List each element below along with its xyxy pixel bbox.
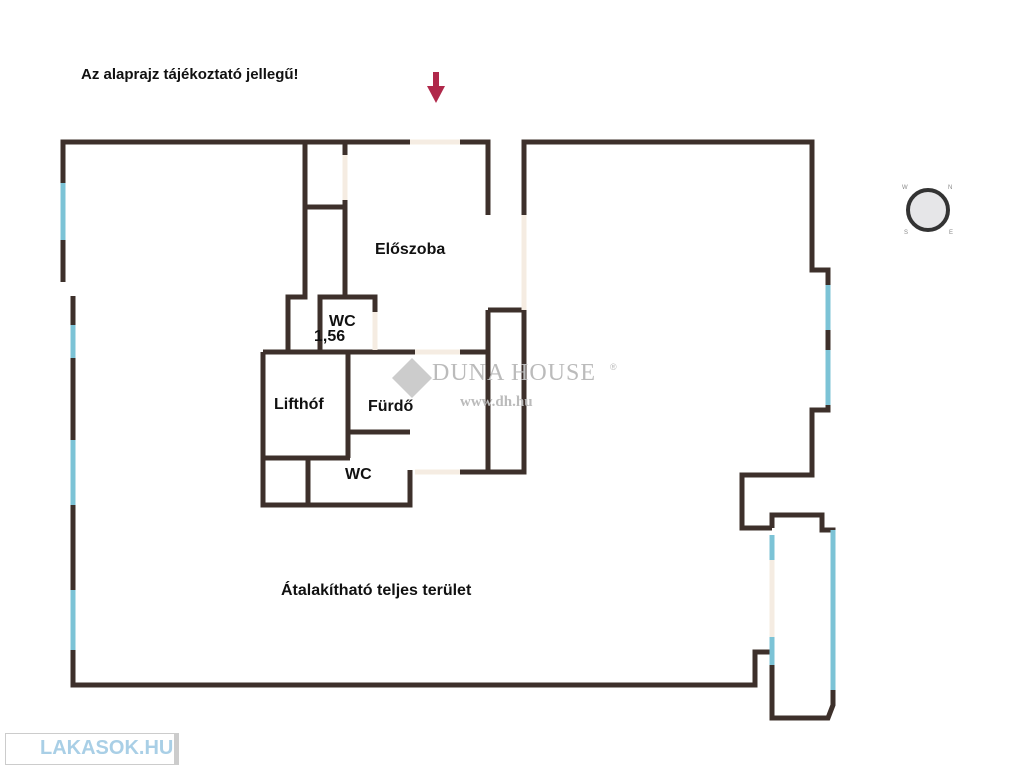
watermark-logo-icon	[392, 358, 432, 398]
room-label-wc-2: WC	[345, 466, 372, 483]
compass-icon	[906, 188, 950, 232]
room-label-wc: WC	[329, 313, 356, 330]
lakasok-logo: LAKASOK.HU	[5, 733, 179, 765]
lakasok-logo-text: LAKASOK.HU	[40, 737, 174, 759]
room-label-main-area: Átalakítható teljes terület	[281, 582, 472, 599]
room-label-eloszoba: Előszoba	[375, 241, 446, 258]
compass-label-w: W	[902, 185, 908, 191]
room-label-lifthof: Lifthóf	[274, 396, 324, 413]
compass-label-n: N	[948, 185, 953, 191]
watermark-url: www.dh.hu	[460, 394, 533, 410]
compass-label-e: E	[949, 230, 954, 236]
compass-label-s: S	[904, 230, 909, 236]
disclaimer-text: Az alaprajz tájékoztató jellegű!	[81, 66, 299, 83]
doors	[342, 139, 775, 637]
room-area-wc: 1,56	[314, 328, 346, 345]
walls	[60, 139, 836, 721]
entrance-arrow-icon	[427, 72, 445, 103]
watermark-brand: DUNA HOUSE	[432, 360, 597, 386]
room-label-furdo: Fürdő	[368, 398, 414, 415]
windows	[60, 183, 836, 690]
watermark-reg: ®	[610, 362, 617, 372]
